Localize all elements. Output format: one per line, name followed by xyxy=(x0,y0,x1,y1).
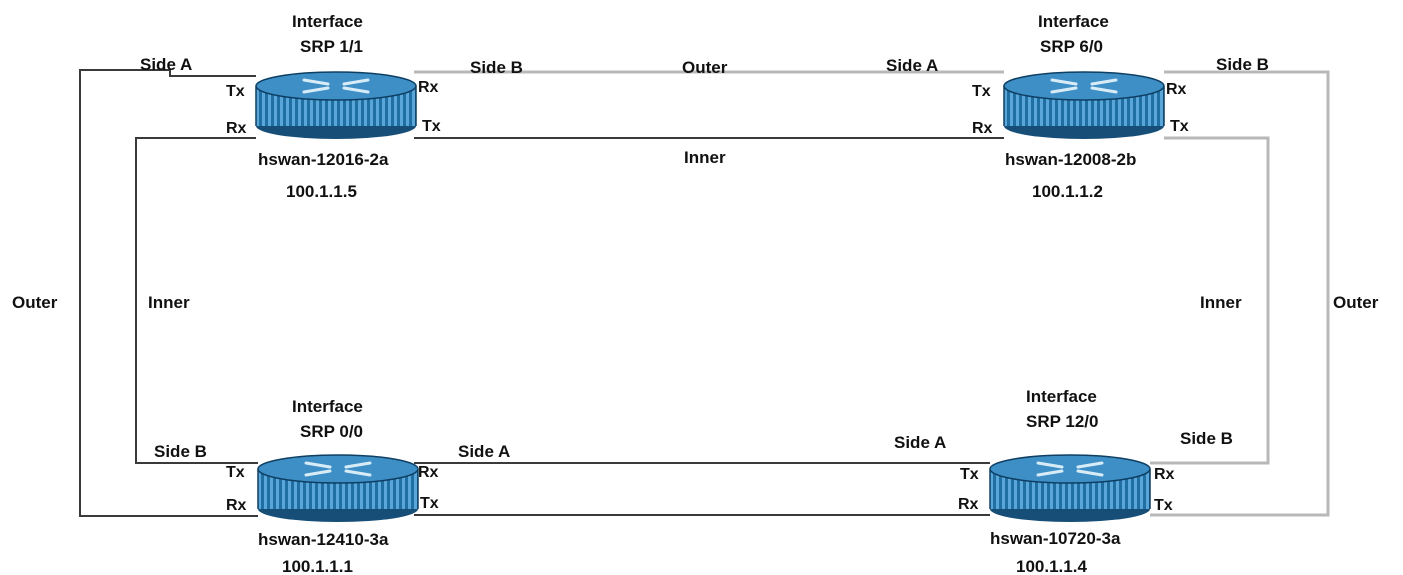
inner-right-label: Inner xyxy=(1200,293,1242,312)
router-hswan-10720-3a[interactable]: Interface SRP 12/0 Side A Side B Tx Rx R… xyxy=(894,387,1233,575)
port-left-tx: Tx xyxy=(960,466,979,483)
interface-name: SRP 1/1 xyxy=(300,37,363,56)
hostname: hswan-12008-2b xyxy=(1005,150,1136,169)
port-right-tx: Tx xyxy=(422,118,441,135)
port-left-tx: Tx xyxy=(972,83,991,100)
outer-ring xyxy=(414,70,1330,517)
side-left-label: Side B xyxy=(154,442,207,461)
interface-name: SRP 6/0 xyxy=(1040,37,1103,56)
port-right-rx: Rx xyxy=(1166,81,1187,98)
inner-top-label: Inner xyxy=(684,148,726,167)
router-icon xyxy=(1002,70,1166,141)
outer-right-label: Outer xyxy=(1333,293,1379,312)
port-right-tx: Tx xyxy=(1170,118,1189,135)
interface-title: Interface xyxy=(292,397,363,416)
port-left-rx: Rx xyxy=(958,496,979,513)
ip-address: 100.1.1.2 xyxy=(1032,182,1103,201)
side-right-label: Side B xyxy=(470,58,523,77)
port-right-tx: Tx xyxy=(420,495,439,512)
inner-ring-right xyxy=(1150,136,1270,465)
outer-top-label: Outer xyxy=(682,58,728,77)
outer-left-label: Outer xyxy=(12,293,58,312)
hostname: hswan-12016-2a xyxy=(258,150,389,169)
interface-title: Interface xyxy=(1038,12,1109,31)
side-left-label: Side A xyxy=(886,56,938,75)
port-left-rx: Rx xyxy=(972,120,993,137)
port-left-tx: Tx xyxy=(226,83,245,100)
interface-name: SRP 0/0 xyxy=(300,422,363,441)
inner-left-label: Inner xyxy=(148,293,190,312)
port-right-rx: Rx xyxy=(418,79,439,96)
ip-address: 100.1.1.1 xyxy=(282,557,353,575)
interface-title: Interface xyxy=(292,12,363,31)
hostname: hswan-10720-3a xyxy=(990,529,1121,548)
port-left-tx: Tx xyxy=(226,464,245,481)
port-left-rx: Rx xyxy=(226,497,247,514)
side-right-label: Side B xyxy=(1216,55,1269,74)
port-left-rx: Rx xyxy=(226,120,247,137)
router-hswan-12008-2b[interactable]: Interface SRP 6/0 Side A Side B Tx Rx Rx… xyxy=(886,12,1269,201)
interface-name: SRP 12/0 xyxy=(1026,412,1098,431)
ip-address: 100.1.1.5 xyxy=(286,182,357,201)
side-left-label: Side A xyxy=(140,55,192,74)
side-right-label: Side A xyxy=(458,442,510,461)
port-right-rx: Rx xyxy=(418,464,439,481)
side-left-label: Side A xyxy=(894,433,946,452)
router-icon xyxy=(988,453,1152,524)
port-right-rx: Rx xyxy=(1154,466,1175,483)
router-hswan-12410-3a[interactable]: Interface SRP 0/0 Side B Side A Tx Rx Rx… xyxy=(154,397,510,575)
router-icon xyxy=(254,70,418,141)
ring-links-dark xyxy=(79,69,1004,517)
ip-address: 100.1.1.4 xyxy=(1016,557,1087,575)
router-hswan-12016-2a[interactable]: Interface SRP 1/1 Side A Side B Tx Rx Rx… xyxy=(140,12,523,201)
port-right-tx: Tx xyxy=(1154,497,1173,514)
router-icon xyxy=(256,453,420,524)
interface-title: Interface xyxy=(1026,387,1097,406)
hostname: hswan-12410-3a xyxy=(258,530,389,549)
side-right-label: Side B xyxy=(1180,429,1233,448)
